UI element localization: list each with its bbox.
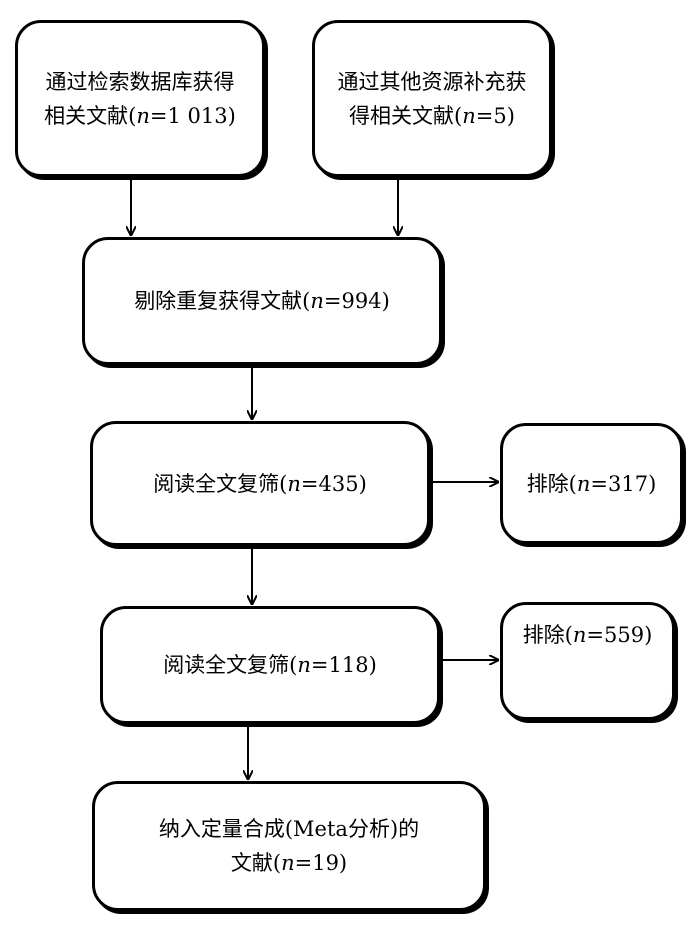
exclusion-1-label: 排除(n=317) xyxy=(526,471,657,496)
other-sources-line1: 通过其他资源补充获 xyxy=(337,69,527,94)
database-records-box: 通过检索数据库获得 相关文献(n=1 013) xyxy=(15,20,265,177)
database-records-line2: 相关文献(n=1 013) xyxy=(44,103,236,128)
included-line2: 文献(n=19) xyxy=(230,851,348,875)
fulltext-screen-1-label: 阅读全文复筛(n=435) xyxy=(153,471,367,496)
fulltext-screen-2-box: 阅读全文复筛(n=118) xyxy=(100,606,440,724)
fulltext-screen-2-label: 阅读全文复筛(n=118) xyxy=(163,653,377,677)
other-sources-box: 通过其他资源补充获 得相关文献(n=5) xyxy=(312,20,552,177)
other-sources-line2: 得相关文献(n=5) xyxy=(349,103,515,128)
exclusion-2-box: 排除(n=559) xyxy=(500,602,675,720)
included-line1: 纳入定量合成(Meta分析)的 xyxy=(158,817,420,841)
included-box: 纳入定量合成(Meta分析)的 文献(n=19) xyxy=(92,781,486,911)
dedup-label: 剔除重复获得文献(n=994) xyxy=(134,289,390,313)
fulltext-screen-1-box: 阅读全文复筛(n=435) xyxy=(90,421,430,546)
dedup-box: 剔除重复获得文献(n=994) xyxy=(82,237,442,365)
exclusion-2-label: 排除(n=559) xyxy=(522,623,653,647)
exclusion-1-box: 排除(n=317) xyxy=(500,423,683,544)
database-records-line1: 通过检索数据库获得 xyxy=(45,69,235,94)
